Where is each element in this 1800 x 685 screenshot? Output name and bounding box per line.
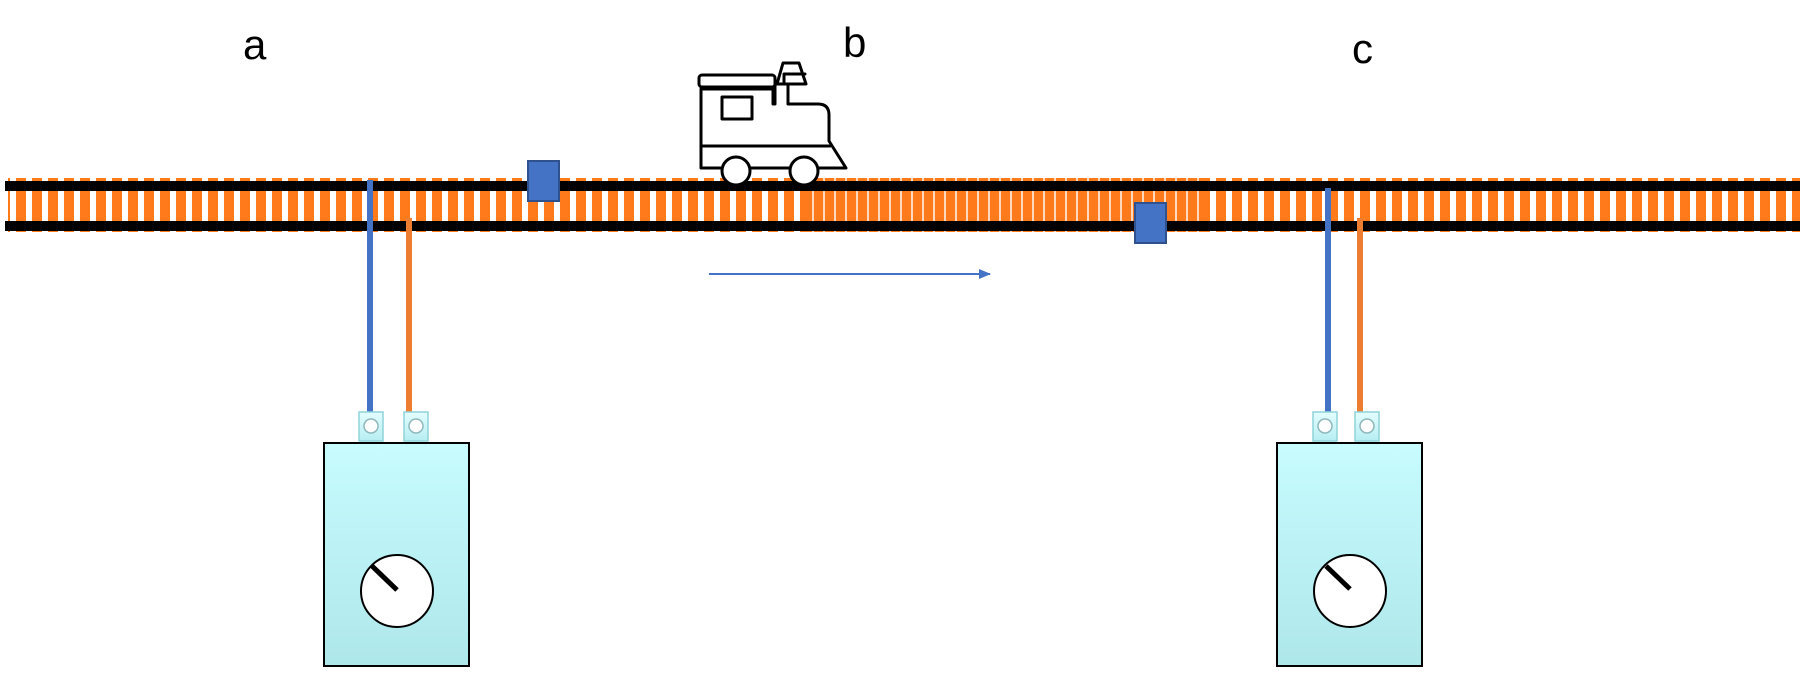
speed-controller-left <box>323 411 470 667</box>
top-rail <box>5 181 1800 191</box>
bottom-rail <box>5 221 1800 231</box>
railway-track <box>5 178 1800 232</box>
insulator-block-left <box>527 160 560 202</box>
steam-locomotive-icon <box>697 61 848 187</box>
section-label-b: b <box>843 19 866 66</box>
speed-dial-pointer-left <box>370 564 399 592</box>
speed-dial-pointer-right <box>1324 564 1352 591</box>
section-label-a: a <box>243 21 267 68</box>
speed-dial-right[interactable] <box>1313 554 1387 628</box>
insulator-block-right <box>1134 202 1167 244</box>
speed-dial-left[interactable] <box>360 554 434 628</box>
speed-controller-right <box>1276 411 1423 667</box>
section-label-c: c <box>1352 25 1373 72</box>
